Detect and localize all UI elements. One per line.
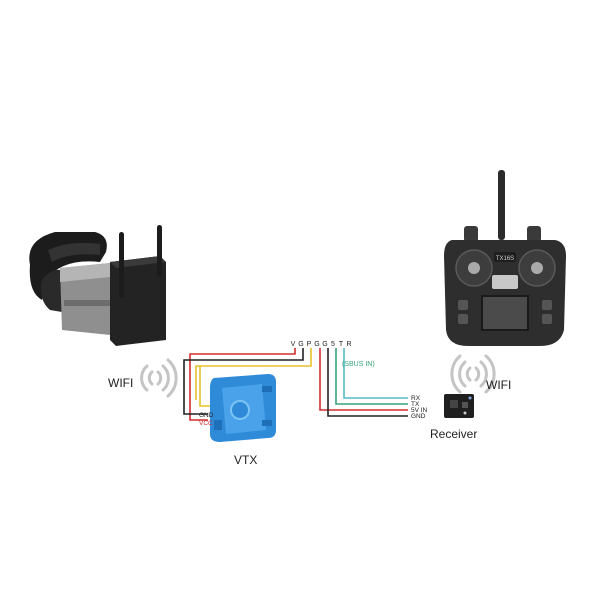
fpv-goggles	[29, 225, 166, 346]
receiver-module	[444, 394, 474, 418]
header-pin-label: G	[322, 341, 327, 348]
radio-transmitter: TX16S	[444, 170, 566, 346]
header-pin-label: V	[291, 341, 296, 348]
receiver-label: Receiver	[430, 427, 477, 441]
header-pin-label: R	[346, 341, 351, 348]
vtx-label: VTX	[234, 453, 257, 467]
radio-screen	[482, 296, 528, 330]
goggles-antenna-left-icon	[119, 232, 124, 298]
vtx-header-pins: V G P G G 5 T R	[291, 341, 352, 348]
goggles-antenna-right-icon	[157, 225, 162, 277]
header-pin-label: P	[307, 341, 312, 348]
wifi-signal-left-icon	[142, 360, 177, 396]
vtx-gnd-label: GND	[199, 412, 214, 419]
wire-rx-teal	[344, 348, 408, 398]
vtx-vcc-label: VCC	[199, 420, 213, 427]
wire-rx-green	[336, 348, 408, 404]
wifi-label-left: WIFI	[108, 376, 133, 390]
wire-rx-black	[328, 348, 408, 416]
radio-antenna-icon	[498, 170, 505, 240]
wifi-label-right: WIFI	[486, 378, 511, 392]
radio-brand-label: TX16S	[496, 256, 514, 262]
header-pin-label: T	[339, 341, 344, 348]
vtx-module	[210, 374, 276, 442]
sbus-in-label: (SBUS IN)	[342, 361, 375, 368]
header-pin-label: G	[314, 341, 319, 348]
header-pin-label: G	[298, 341, 303, 348]
receiver-gnd-pin-label: GND	[411, 413, 426, 420]
header-pin-label: 5	[331, 341, 335, 348]
wire-rx-red	[320, 348, 408, 410]
